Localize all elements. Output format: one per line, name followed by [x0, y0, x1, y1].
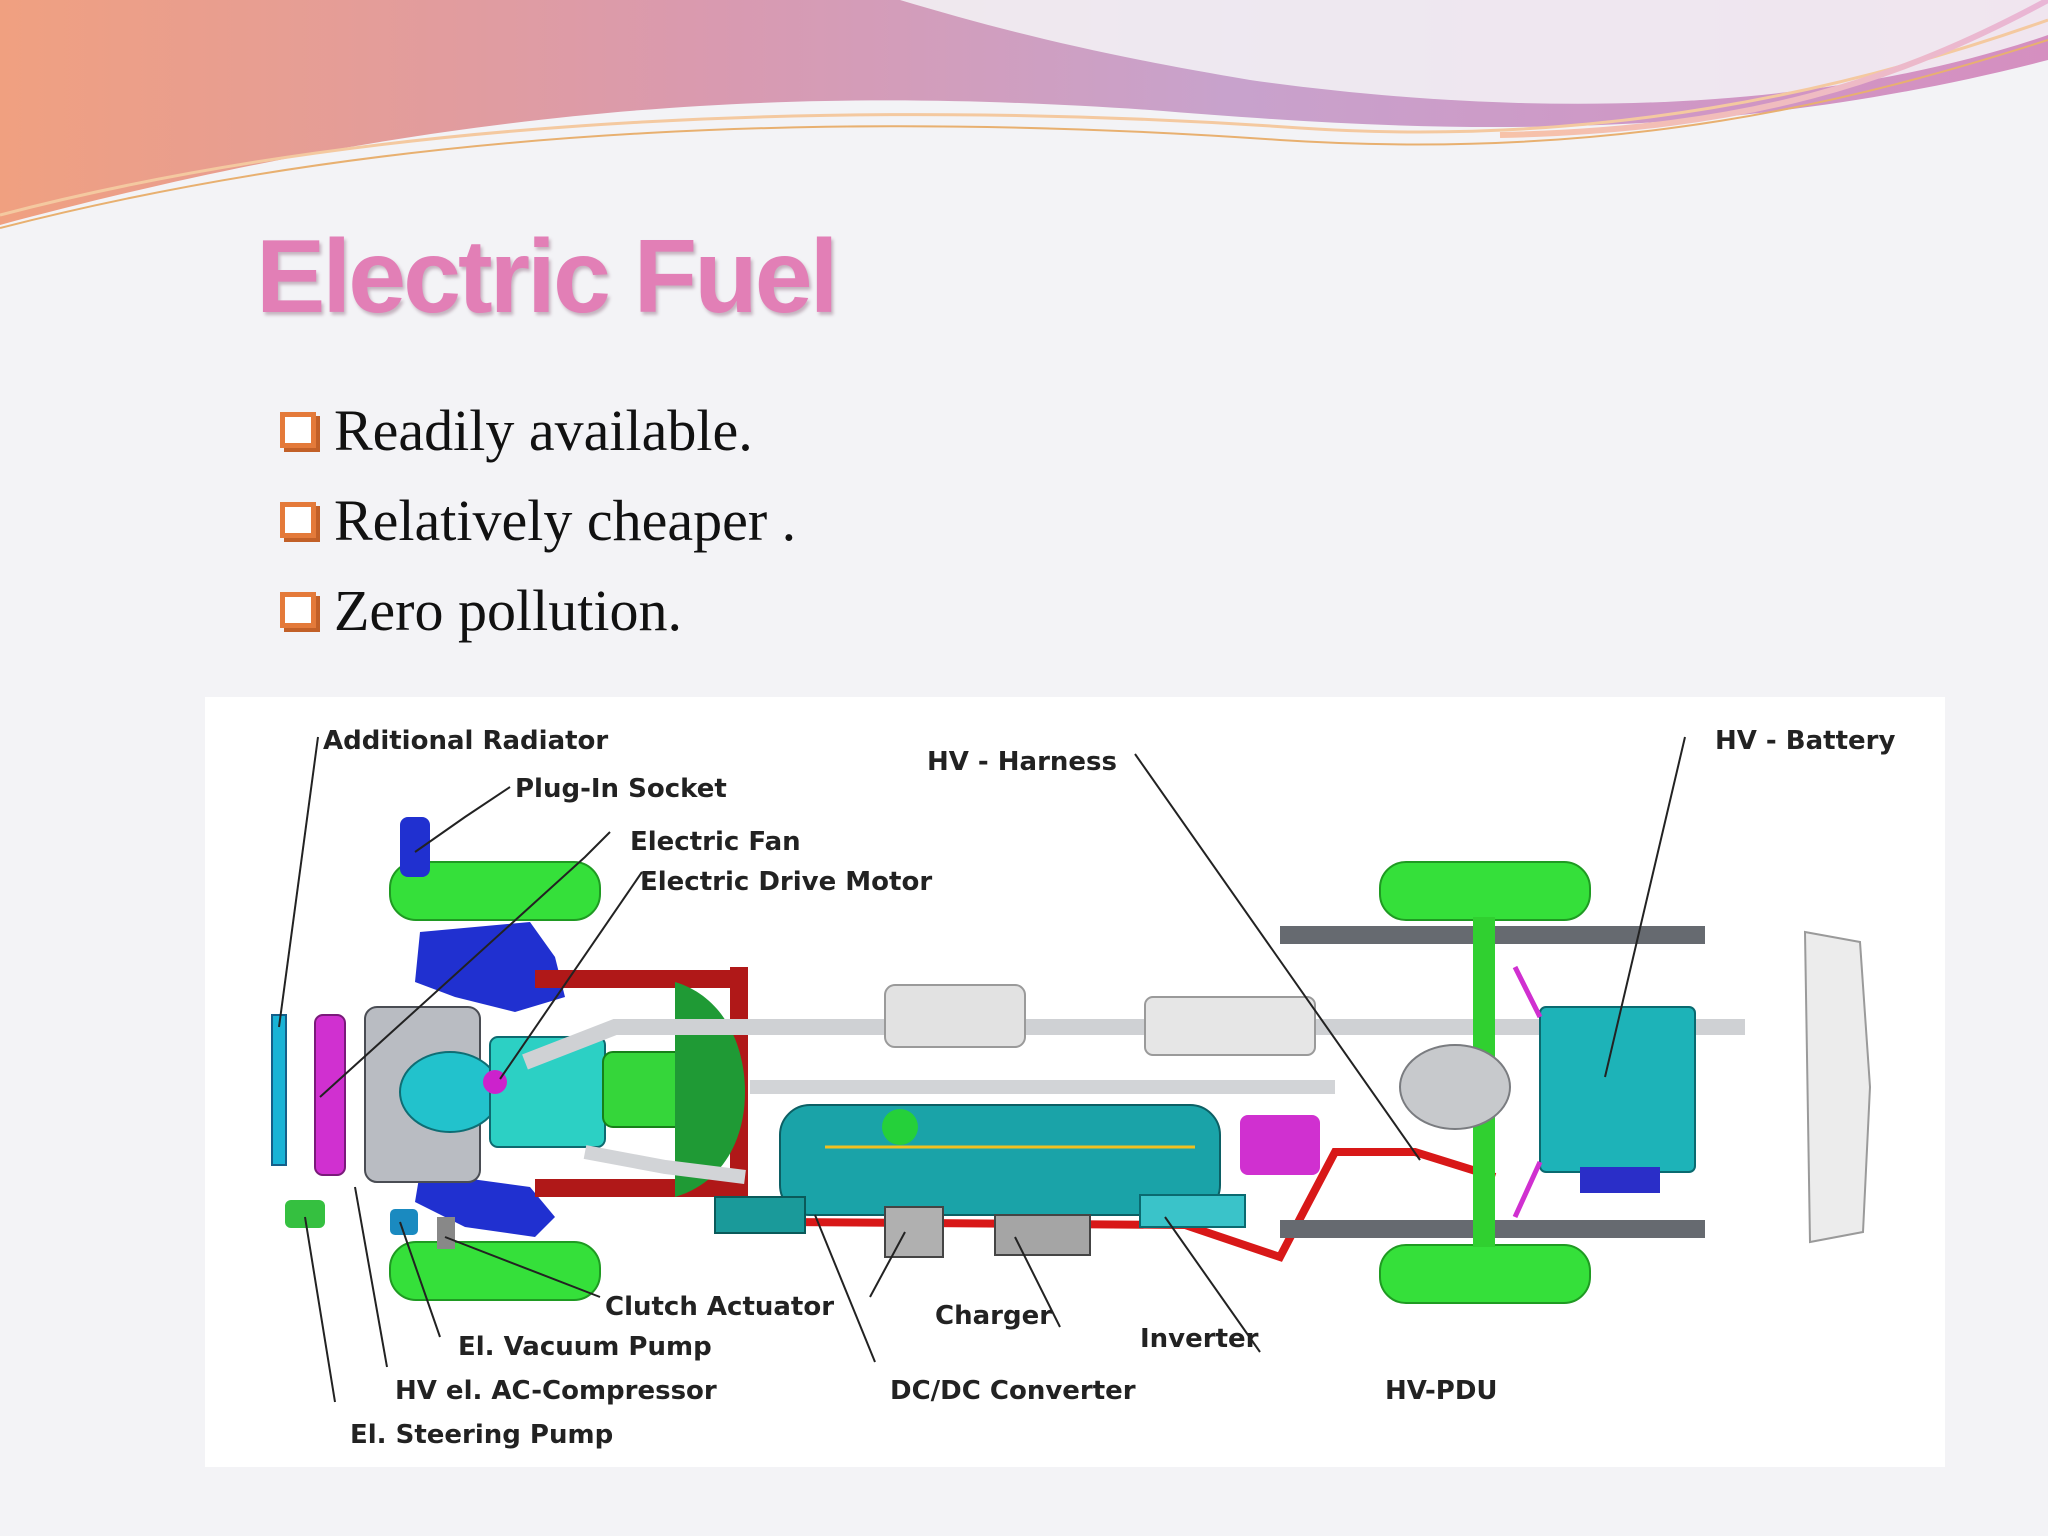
inverter-unit	[994, 1214, 1091, 1256]
dc-dc-converter	[714, 1196, 806, 1234]
bullet-text: Zero pollution.	[334, 577, 682, 643]
bullet-text: Relatively cheaper .	[334, 487, 797, 553]
label-inverter: Inverter	[1140, 1324, 1259, 1354]
electric-fan	[314, 1014, 346, 1176]
front-left-wheel	[389, 861, 601, 921]
front-right-wheel	[389, 1241, 601, 1301]
label-electric-drive-motor: Electric Drive Motor	[640, 867, 932, 897]
charger	[884, 1206, 944, 1258]
label-electric-fan: Electric Fan	[630, 827, 801, 857]
hv-pdu-unit	[1139, 1194, 1246, 1228]
clutch-actuator	[437, 1217, 455, 1249]
additional-radiator	[271, 1014, 287, 1166]
rear-right-wheel	[1379, 1244, 1591, 1304]
frame-rail	[535, 970, 745, 988]
plug-in-socket	[400, 817, 430, 877]
front-subframe	[415, 922, 565, 1012]
label-plug-in-socket: Plug-In Socket	[515, 774, 727, 804]
differential	[1399, 1044, 1511, 1130]
ev-drivetrain-diagram: Additional Radiator Plug-In Socket Elect…	[205, 697, 1945, 1467]
header-wave-banner	[0, 0, 2048, 229]
label-hv-battery: HV - Battery	[1715, 726, 1895, 756]
bullet-item: Relatively cheaper .	[280, 475, 796, 565]
label-el-vacuum-pump: El. Vacuum Pump	[458, 1332, 712, 1362]
bullet-list: Readily available. Relatively cheaper . …	[280, 385, 796, 655]
muffler	[884, 984, 1026, 1048]
steering-pump	[285, 1200, 325, 1228]
bullet-item: Readily available.	[280, 385, 796, 475]
label-additional-radiator: Additional Radiator	[323, 726, 608, 756]
checkbox-bullet-icon	[280, 502, 316, 538]
label-hv-ac-compressor: HV el. AC-Compressor	[395, 1376, 717, 1406]
label-hv-harness: HV - Harness	[927, 747, 1117, 777]
bullet-text: Readily available.	[334, 397, 753, 463]
rear-bumper	[1803, 930, 1872, 1244]
label-hv-pdu: HV-PDU	[1385, 1376, 1498, 1406]
label-charger: Charger	[935, 1301, 1052, 1331]
label-el-steering-pump: El. Steering Pump	[350, 1420, 613, 1450]
slide-title: Electric Fuel	[256, 219, 838, 335]
duct	[522, 1019, 1745, 1070]
rear-left-wheel	[1379, 861, 1591, 921]
hv-battery	[1539, 1006, 1696, 1173]
label-clutch-actuator: Clutch Actuator	[605, 1292, 834, 1322]
checkbox-bullet-icon	[280, 592, 316, 628]
bullet-item: Zero pollution.	[280, 565, 796, 655]
label-dc-dc-converter: DC/DC Converter	[890, 1376, 1136, 1406]
vacuum-pump	[390, 1209, 418, 1235]
checkbox-bullet-icon	[280, 412, 316, 448]
